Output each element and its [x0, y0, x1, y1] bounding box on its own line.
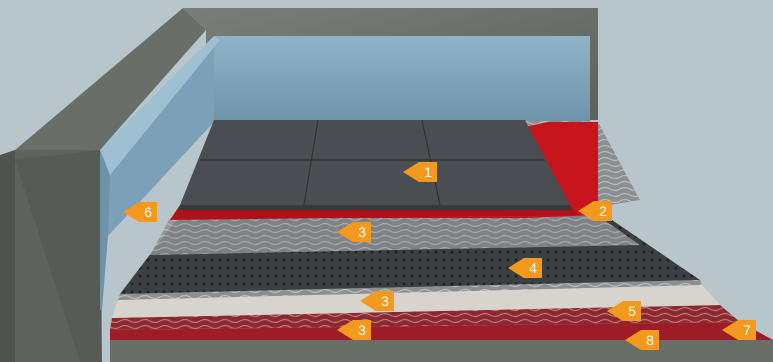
marker-1: 1	[403, 162, 437, 182]
marker-3-middle: 3	[360, 291, 394, 311]
marker-6: 6	[123, 202, 157, 222]
marker-7-label: 7	[738, 320, 756, 340]
marker-5-label: 5	[623, 301, 641, 321]
marker-3-middle-label: 3	[376, 291, 394, 311]
tile-covering	[170, 120, 598, 220]
marker-8: 8	[625, 330, 659, 350]
marker-3-lower: 3	[337, 320, 371, 340]
marker-4-label: 4	[524, 258, 542, 278]
marker-6-label: 6	[139, 202, 157, 222]
marker-8-label: 8	[641, 330, 659, 350]
marker-2-label: 2	[594, 201, 612, 221]
marker-3-upper-label: 3	[353, 222, 371, 242]
marker-2: 2	[578, 201, 612, 221]
marker-5: 5	[607, 301, 641, 321]
marker-1-label: 1	[419, 162, 437, 182]
marker-3-lower-label: 3	[353, 320, 371, 340]
marker-3-upper: 3	[337, 222, 371, 242]
marker-7: 7	[722, 320, 756, 340]
marker-4: 4	[508, 258, 542, 278]
